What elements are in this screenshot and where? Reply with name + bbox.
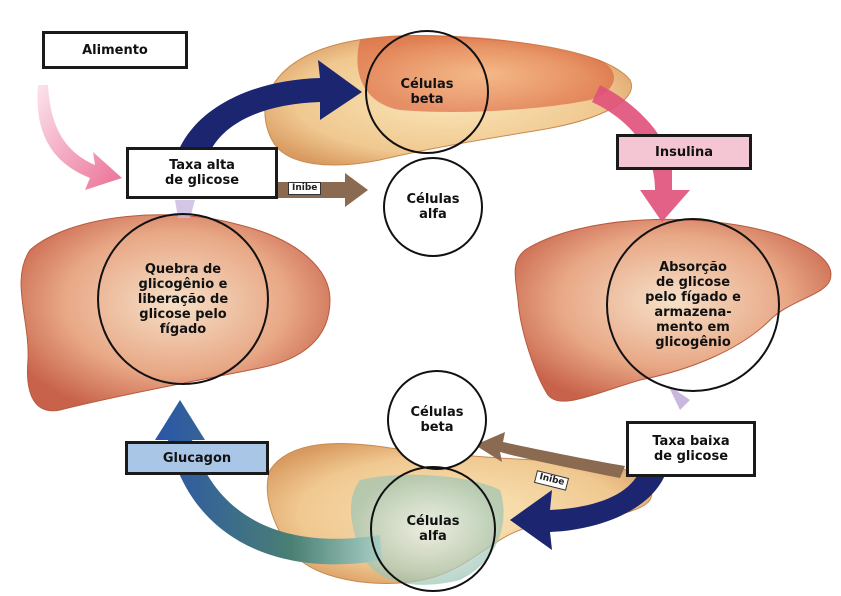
food-arrow <box>38 85 122 190</box>
celulas-alfa-top-circle: Células alfa <box>383 157 483 257</box>
insulina-label: Insulina <box>655 145 713 160</box>
liver-right-circle: Absorção de glicose pelo fígado e armaze… <box>606 218 780 392</box>
celulas-alfa-bottom-circle: Células alfa <box>370 466 496 592</box>
celulas-alfa-top-label: Células alfa <box>406 192 459 222</box>
alimento-box: Alimento <box>42 31 188 69</box>
taxa-baixa-label: Taxa baixa de glicose <box>652 434 729 464</box>
taxa-alta-label: Taxa alta de glicose <box>165 158 239 188</box>
glucagon-box: Glucagon <box>125 441 269 475</box>
liver-left-label: Quebra de glicogênio e liberação de glic… <box>138 262 228 337</box>
inibe-label-top: Inibe <box>288 182 321 195</box>
celulas-beta-top-label: Células beta <box>400 77 453 107</box>
celulas-beta-top-circle: Células beta <box>365 30 489 154</box>
taxa-baixa-box: Taxa baixa de glicose <box>626 421 756 477</box>
taxa-alta-box: Taxa alta de glicose <box>126 147 278 199</box>
liver-left-circle: Quebra de glicogênio e liberação de glic… <box>97 213 269 385</box>
celulas-alfa-bottom-label: Células alfa <box>406 514 459 544</box>
alimento-label: Alimento <box>82 43 148 58</box>
celulas-beta-bottom-label: Células beta <box>410 405 463 435</box>
insulina-box: Insulina <box>616 134 752 170</box>
glucagon-label: Glucagon <box>163 451 231 466</box>
liver-right-label: Absorção de glicose pelo fígado e armaze… <box>645 260 741 350</box>
celulas-beta-bottom-circle: Células beta <box>387 370 487 470</box>
